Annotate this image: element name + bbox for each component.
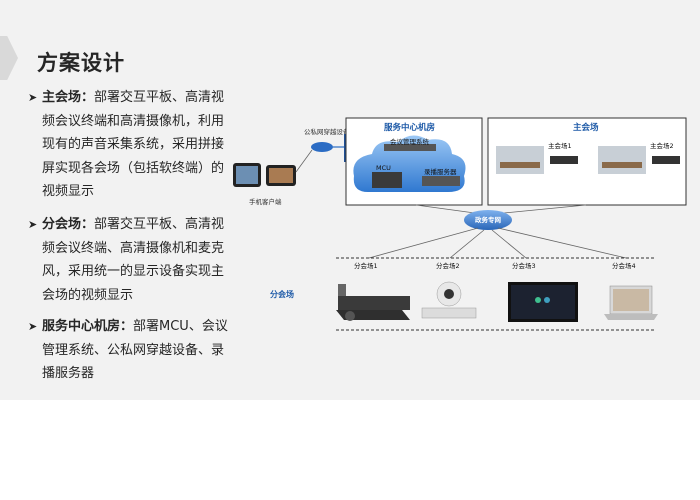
bullet-body: 部署交互平板、高清视频会议终端和高清摄像机，利用现有的声音采集系统，采用拼接屏实… — [42, 90, 225, 199]
main-venue-title: 主会场 — [573, 122, 599, 133]
terminal-icon-1 — [550, 156, 578, 164]
mcu-icon — [372, 172, 402, 188]
branch-4-label: 分会场4 — [612, 261, 636, 270]
traversal-label-text: 公私网穿越设备 — [304, 127, 350, 136]
bullet-head: 分会场： — [42, 217, 95, 232]
chevron-decoration — [0, 36, 18, 80]
network-diagram: 手机客户端 公私网穿越设备 服务中心机房 会议管理系统 MCU 录播服务器 主会… — [233, 117, 687, 331]
arrow-bullet-icon: ➤ — [28, 320, 38, 333]
recorder-label: 录播服务器 — [424, 167, 457, 176]
link-server-network — [415, 204, 483, 215]
mobile-label: 手机客户端 — [249, 197, 282, 206]
cms-server-icon — [384, 144, 436, 151]
bullet-branch-venue: ➤ 分会场：部署交互平板、高清视频会议终端、高清摄像机和麦克风，采用统一的显示设… — [28, 213, 228, 307]
bullet-body: 部署MCU、会议管理系统、公私网穿越设备、录播服务器 — [42, 319, 228, 381]
link-mobile — [295, 149, 313, 173]
meeting-room-photo-2 — [598, 146, 646, 174]
cms-label: 会议管理系统 — [390, 137, 430, 146]
branch-2-label: 分会场2 — [436, 261, 460, 270]
mcu-label: MCU — [376, 164, 391, 172]
mobile-client: 手机客户端 — [233, 163, 296, 206]
bullet-head: 主会场： — [42, 90, 95, 105]
link-branch-3 — [491, 229, 527, 259]
server-room-title: 服务中心机房 — [384, 122, 435, 133]
traversal-label: 公私网穿越设备 — [304, 127, 350, 136]
laptop-softclient-icon — [604, 285, 658, 320]
traversal-device-icon — [311, 142, 333, 152]
gov-network-cloud — [464, 210, 512, 230]
hd-camera-icon — [421, 281, 477, 319]
gov-network-label: 政务专网 — [475, 215, 502, 224]
link-branch-4 — [497, 227, 627, 259]
meeting-room-photo-1 — [496, 146, 544, 174]
bullet-server-room: ➤ 服务中心机房：部署MCU、会议管理系统、公私网穿越设备、录播服务器 — [28, 315, 228, 386]
slide: 方案设计 ➤ 主会场：部署交互平板、高清视频会议终端和高清摄像机，利用现有的声音… — [0, 0, 700, 400]
link-branch-1 — [368, 227, 479, 259]
branch-3-label: 分会场3 — [512, 261, 536, 270]
interactive-panel-icon — [508, 282, 578, 322]
arrow-bullet-icon: ➤ — [28, 91, 38, 104]
link-branch-2 — [449, 229, 485, 259]
page-title: 方案设计 — [37, 51, 125, 75]
terminal-and-mic-icon — [336, 284, 410, 321]
recorder-icon — [422, 176, 460, 186]
branch-1-label: 分会场1 — [354, 261, 378, 270]
bullet-main-venue: ➤ 主会场：部署交互平板、高清视频会议终端和高清摄像机，利用现有的声音采集系统，… — [28, 86, 228, 204]
main-venue-1-label: 主会场1 — [548, 141, 572, 150]
terminal-icon-2 — [652, 156, 680, 164]
bullet-body: 部署交互平板、高清视频会议终端、高清摄像机和麦克风，采用统一的显示设备实现主会场… — [42, 217, 225, 303]
main-venue-2-label: 主会场2 — [650, 141, 674, 150]
arrow-bullet-icon: ➤ — [28, 218, 38, 231]
branch-venue-title: 分会场 — [270, 289, 294, 299]
bullet-head: 服务中心机房： — [42, 319, 134, 334]
link-main-network — [493, 204, 587, 215]
